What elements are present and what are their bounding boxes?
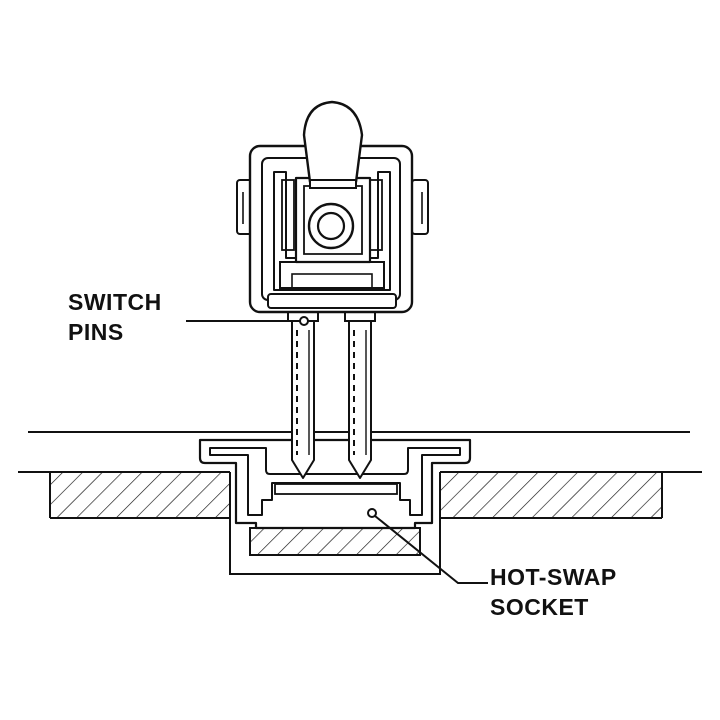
hot-swap-socket bbox=[198, 438, 472, 556]
socket-leader-dot bbox=[367, 508, 377, 518]
hot-swap-socket-label: HOT-SWAP SOCKET bbox=[490, 562, 617, 622]
socket-leader-line bbox=[374, 515, 488, 584]
switch-stem bbox=[294, 100, 372, 264]
board-hatch-left bbox=[50, 472, 230, 518]
left-pin bbox=[287, 304, 319, 479]
right-pin bbox=[344, 304, 376, 479]
pins-leader-dot bbox=[299, 316, 309, 326]
pcb-board bbox=[18, 431, 702, 575]
board-hatch-right bbox=[440, 472, 662, 518]
hot-swap-socket-label-line2: SOCKET bbox=[490, 594, 589, 620]
switch-pins-label-line2: PINS bbox=[68, 319, 124, 345]
right-latch bbox=[411, 179, 429, 235]
switch-pins-label-line1: SWITCH bbox=[68, 289, 162, 315]
hot-swap-socket-label-line1: HOT-SWAP bbox=[490, 564, 617, 590]
switch-pins-label: SWITCH PINS bbox=[68, 287, 162, 347]
